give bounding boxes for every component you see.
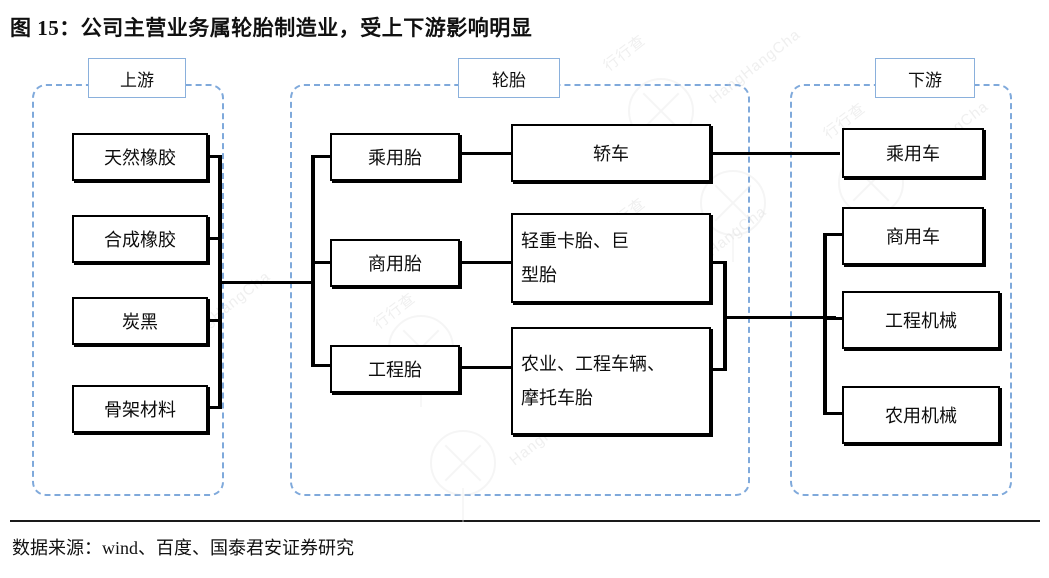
- connector-tire-stub-1: [311, 155, 333, 158]
- connector-commercial-to-truck: [459, 261, 513, 264]
- connector-passenger-to-sedan: [459, 152, 513, 155]
- connector-product-merge-stub-2: [710, 368, 726, 371]
- node-commercial-tire-label: 商用胎: [368, 254, 422, 274]
- node-synthetic-rubber[interactable]: 合成橡胶: [72, 215, 208, 263]
- page-title: 图 15：公司主营业务属轮胎制造业，受上下游影响明显: [10, 16, 533, 40]
- node-passenger-vehicle-label: 乘用车: [886, 144, 940, 164]
- connector-tire-stub-2: [311, 261, 333, 264]
- watermark-text-1: 行行查: [600, 31, 649, 75]
- node-agri-engineering-moto-tire-line-1: 农业、工程车辆、: [521, 353, 665, 374]
- node-agri-engineering-moto-tire-line-2: 摩托车胎: [521, 388, 593, 408]
- group-header-downstream: 下游: [875, 58, 975, 98]
- group-header-tire: 轮胎: [458, 58, 560, 98]
- connector-tire-stub-3: [311, 364, 333, 367]
- node-commercial-tire[interactable]: 商用胎: [330, 239, 460, 287]
- source-divider: [10, 520, 1040, 522]
- supply-chain-diagram: 行行查 HangHangCha 行行查 HangHangCha 行行查 Hang…: [0, 0, 1049, 520]
- connector-upstream-stub-1: [207, 155, 221, 158]
- node-sedan[interactable]: 轿车: [511, 124, 711, 182]
- node-engineering-tire[interactable]: 工程胎: [330, 345, 460, 393]
- connector-downstream-stub-agricultural: [823, 412, 845, 415]
- node-carbon-black[interactable]: 炭黑: [72, 297, 208, 345]
- node-carbon-black-label: 炭黑: [122, 312, 158, 332]
- source-text: 数据来源：wind、百度、国泰君安证券研究: [12, 538, 354, 558]
- node-engineering-machinery[interactable]: 工程机械: [842, 291, 1000, 349]
- connector-downstream-spine: [823, 233, 827, 415]
- node-commercial-vehicle[interactable]: 商用车: [842, 207, 984, 265]
- node-passenger-tire-label: 乘用胎: [368, 148, 422, 168]
- connector-upstream-stub-4: [207, 406, 221, 409]
- group-header-upstream-label: 上游: [120, 70, 154, 90]
- group-header-upstream: 上游: [88, 58, 186, 98]
- node-skeleton-material[interactable]: 骨架材料: [72, 385, 208, 433]
- connector-downstream-stub-engineering: [823, 317, 845, 320]
- node-natural-rubber-label: 天然橡胶: [104, 148, 176, 168]
- node-passenger-vehicle[interactable]: 乘用车: [842, 128, 984, 178]
- node-agri-engineering-moto-tire[interactable]: 农业、工程车辆、 摩托车胎: [511, 327, 711, 435]
- connector-upstream-stub-2: [207, 237, 221, 240]
- node-engineering-machinery-label: 工程机械: [885, 311, 957, 331]
- watermark-text-2: HangHangCha: [706, 25, 804, 108]
- connector-tire-to-downstream-trunk: [723, 316, 836, 319]
- node-natural-rubber[interactable]: 天然橡胶: [72, 133, 208, 181]
- connector-upstream-to-tire: [218, 281, 313, 284]
- node-commercial-vehicle-label: 商用车: [886, 227, 940, 247]
- node-engineering-tire-label: 工程胎: [368, 360, 422, 380]
- node-truck-giant-tire-line-1: 轻重卡胎、巨: [521, 230, 629, 251]
- node-passenger-tire[interactable]: 乘用胎: [330, 133, 460, 181]
- connector-product-merge-stub-1: [710, 261, 726, 264]
- node-agricultural-machinery-label: 农用机械: [885, 406, 957, 426]
- node-truck-giant-tire[interactable]: 轻重卡胎、巨 型胎: [511, 213, 711, 303]
- connector-sedan-to-passenger-vehicle: [710, 152, 840, 155]
- node-synthetic-rubber-label: 合成橡胶: [104, 230, 176, 250]
- connector-upstream-stub-3: [207, 319, 221, 322]
- group-header-tire-label: 轮胎: [492, 70, 526, 90]
- node-skeleton-material-label: 骨架材料: [104, 400, 176, 420]
- connector-downstream-stub-commercial: [823, 233, 845, 236]
- node-agricultural-machinery[interactable]: 农用机械: [842, 386, 1000, 444]
- group-header-downstream-label: 下游: [908, 70, 942, 90]
- node-sedan-label: 轿车: [593, 144, 629, 164]
- connector-engineering-to-agri: [459, 366, 513, 369]
- node-truck-giant-tire-line-2: 型胎: [521, 265, 557, 285]
